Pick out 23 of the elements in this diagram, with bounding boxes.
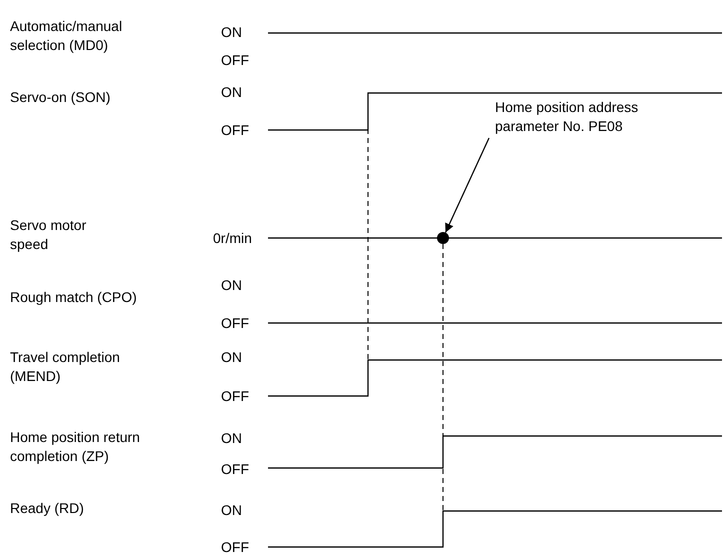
state-label: 0r/min: [213, 229, 252, 248]
state-label: ON: [221, 348, 242, 367]
signal-name: Ready (RD): [10, 499, 85, 518]
marker-dot: [437, 232, 449, 244]
state-label: ON: [221, 83, 242, 102]
state-label: ON: [221, 501, 242, 520]
state-label: ON: [221, 23, 242, 42]
state-label: OFF: [221, 460, 249, 479]
state-label: ON: [221, 429, 242, 448]
signal-name: Home position return completion (ZP): [10, 428, 141, 466]
state-label: ON: [221, 276, 242, 295]
signal-name: Automatic/manual selection (MD0): [10, 17, 124, 55]
signal-name: Servo-on (SON): [10, 88, 112, 107]
callout-text: Home position address parameter No. PE08: [495, 98, 665, 136]
signal-name: Rough match (CPO): [10, 288, 138, 307]
signal-name: Servo motor speed: [10, 216, 88, 254]
state-label: OFF: [221, 121, 249, 140]
state-label: OFF: [221, 314, 249, 333]
state-label: OFF: [221, 387, 249, 406]
state-label: OFF: [221, 51, 249, 70]
leader-arrow: [444, 138, 490, 233]
signal-name: Travel completion (MEND): [10, 348, 121, 386]
state-label: OFF: [221, 538, 249, 557]
